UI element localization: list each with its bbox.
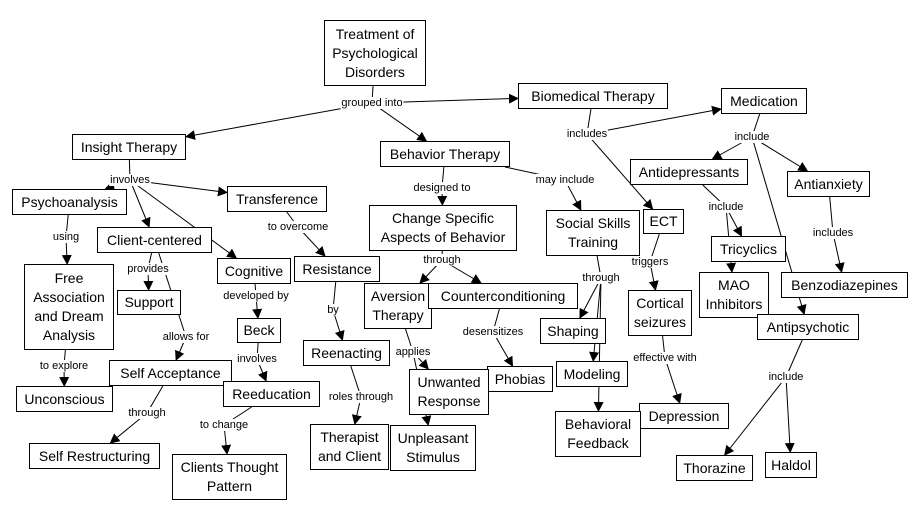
- link-label-roles-through: roles through: [327, 391, 395, 403]
- concept-resistance[interactable]: Resistance: [294, 256, 380, 282]
- concept-antidepressants[interactable]: Antidepressants: [630, 159, 748, 185]
- link-arrow: [129, 179, 151, 228]
- concept-medication[interactable]: Medication: [721, 88, 807, 114]
- concept-client-centered[interactable]: Client-centered: [97, 227, 212, 253]
- link-line: [785, 339, 803, 378]
- concept-reeducation[interactable]: Reeducation: [223, 381, 320, 407]
- link-label-include: include: [707, 201, 745, 213]
- link-arrow: [129, 179, 238, 259]
- concept-mao-inhibitors[interactable]: MAO Inhibitors: [699, 272, 769, 318]
- link-label-involves: involves: [109, 174, 151, 186]
- link-label-through: through: [127, 407, 167, 419]
- concept-biomedical-therapy[interactable]: Biomedical Therapy: [518, 83, 668, 109]
- link-label-provides: provides: [126, 263, 170, 275]
- link-label-by: by: [326, 304, 340, 316]
- concept-social-skills-training[interactable]: Social Skills Training: [546, 210, 640, 256]
- link-label-effective-with: effective with: [632, 352, 698, 364]
- link-arrow: [784, 376, 795, 453]
- link-arrow: [724, 376, 787, 456]
- concept-unpleasant-stimulus[interactable]: Unpleasant Stimulus: [390, 425, 476, 471]
- link-arrow: [664, 357, 682, 404]
- concept-clients-thought-pattern[interactable]: Clients Thought Pattern: [172, 454, 287, 500]
- link-label-desensitizes: desensitizes: [461, 326, 525, 338]
- link-label-designed-to: designed to: [412, 182, 472, 194]
- link-label-to-explore: to explore: [38, 360, 90, 372]
- link-arrow: [593, 277, 604, 412]
- link-arrow: [586, 105, 722, 135]
- link-label-includes: includes: [565, 128, 609, 140]
- concept-unconscious[interactable]: Unconscious: [16, 386, 113, 412]
- concept-behavioral-feedback[interactable]: Behavioral Feedback: [555, 411, 641, 457]
- concept-unwanted-response[interactable]: Unwanted Response: [409, 369, 489, 415]
- concept-self-acceptance[interactable]: Self Acceptance: [109, 360, 232, 386]
- concept-psychoanalysis[interactable]: Psychoanalysis: [12, 189, 127, 215]
- concept-insight-therapy[interactable]: Insight Therapy: [72, 134, 186, 160]
- concept-change-specific-aspects-of-behavior[interactable]: Change Specific Aspects of Behavior: [369, 205, 517, 251]
- link-label-include: include: [733, 131, 771, 143]
- concept-self-restructuring[interactable]: Self Restructuring: [29, 443, 160, 469]
- concept-tricyclics[interactable]: Tricyclics: [711, 236, 786, 262]
- concept-behavior-therapy[interactable]: Behavior Therapy: [380, 141, 510, 167]
- link-label-to-overcome: to overcome: [266, 221, 330, 233]
- concept-haldol[interactable]: Haldol: [765, 452, 817, 478]
- concept-treatment-of-psychological-disorders[interactable]: Treatment of Psychological Disorders: [324, 20, 426, 86]
- concept-beck[interactable]: Beck: [237, 318, 281, 343]
- concept-transference[interactable]: Transference: [227, 186, 327, 212]
- link-label-using: using: [51, 231, 81, 243]
- link-label-triggers: triggers: [630, 256, 670, 268]
- link-label-allows-for: allows for: [161, 331, 211, 343]
- link-label-to-change: to change: [198, 419, 250, 431]
- link-arrow: [586, 133, 654, 210]
- link-label-developed-by: developed by: [222, 290, 290, 302]
- concept-free-association-and-dream-analysis[interactable]: Free Association and Dream Analysis: [24, 264, 114, 350]
- concept-ect[interactable]: ECT: [643, 209, 684, 234]
- link-label-through: through: [581, 272, 621, 284]
- link-label-include: include: [767, 371, 805, 383]
- concept-phobias[interactable]: Phobias: [487, 366, 553, 392]
- link-arrow: [832, 232, 845, 273]
- concept-therapist-and-client[interactable]: Therapist and Client: [310, 424, 389, 470]
- link-label-may-include: may include: [534, 174, 596, 186]
- concept-reenacting[interactable]: Reenacting: [303, 340, 390, 366]
- link-label-involves: involves: [236, 353, 278, 365]
- link-label-includes: includes: [811, 227, 855, 239]
- link-label-applies: applies: [394, 346, 432, 358]
- concept-shaping[interactable]: Shaping: [540, 318, 606, 344]
- concept-antipsychotic[interactable]: Antipsychotic: [757, 314, 859, 340]
- concept-depression[interactable]: Depression: [639, 403, 729, 429]
- concept-cortical-seizures[interactable]: Cortical seizures: [628, 290, 692, 336]
- link-arrow: [371, 102, 428, 142]
- link-label-through: through: [422, 254, 462, 266]
- concept-benzodiazepines[interactable]: Benzodiazepines: [781, 272, 908, 298]
- concept-thorazine[interactable]: Thorazine: [676, 455, 753, 481]
- concept-modeling[interactable]: Modeling: [556, 361, 628, 387]
- concept-antianxiety[interactable]: Antianxiety: [787, 171, 870, 197]
- link-label-grouped-into: grouped into: [340, 97, 404, 109]
- concept-support[interactable]: Support: [117, 290, 181, 315]
- concept-aversion-therapy[interactable]: Aversion Therapy: [364, 283, 432, 329]
- concept-counterconditioning[interactable]: Counterconditioning: [428, 283, 578, 309]
- link-arrow: [579, 277, 602, 319]
- concept-cognitive[interactable]: Cognitive: [217, 258, 291, 284]
